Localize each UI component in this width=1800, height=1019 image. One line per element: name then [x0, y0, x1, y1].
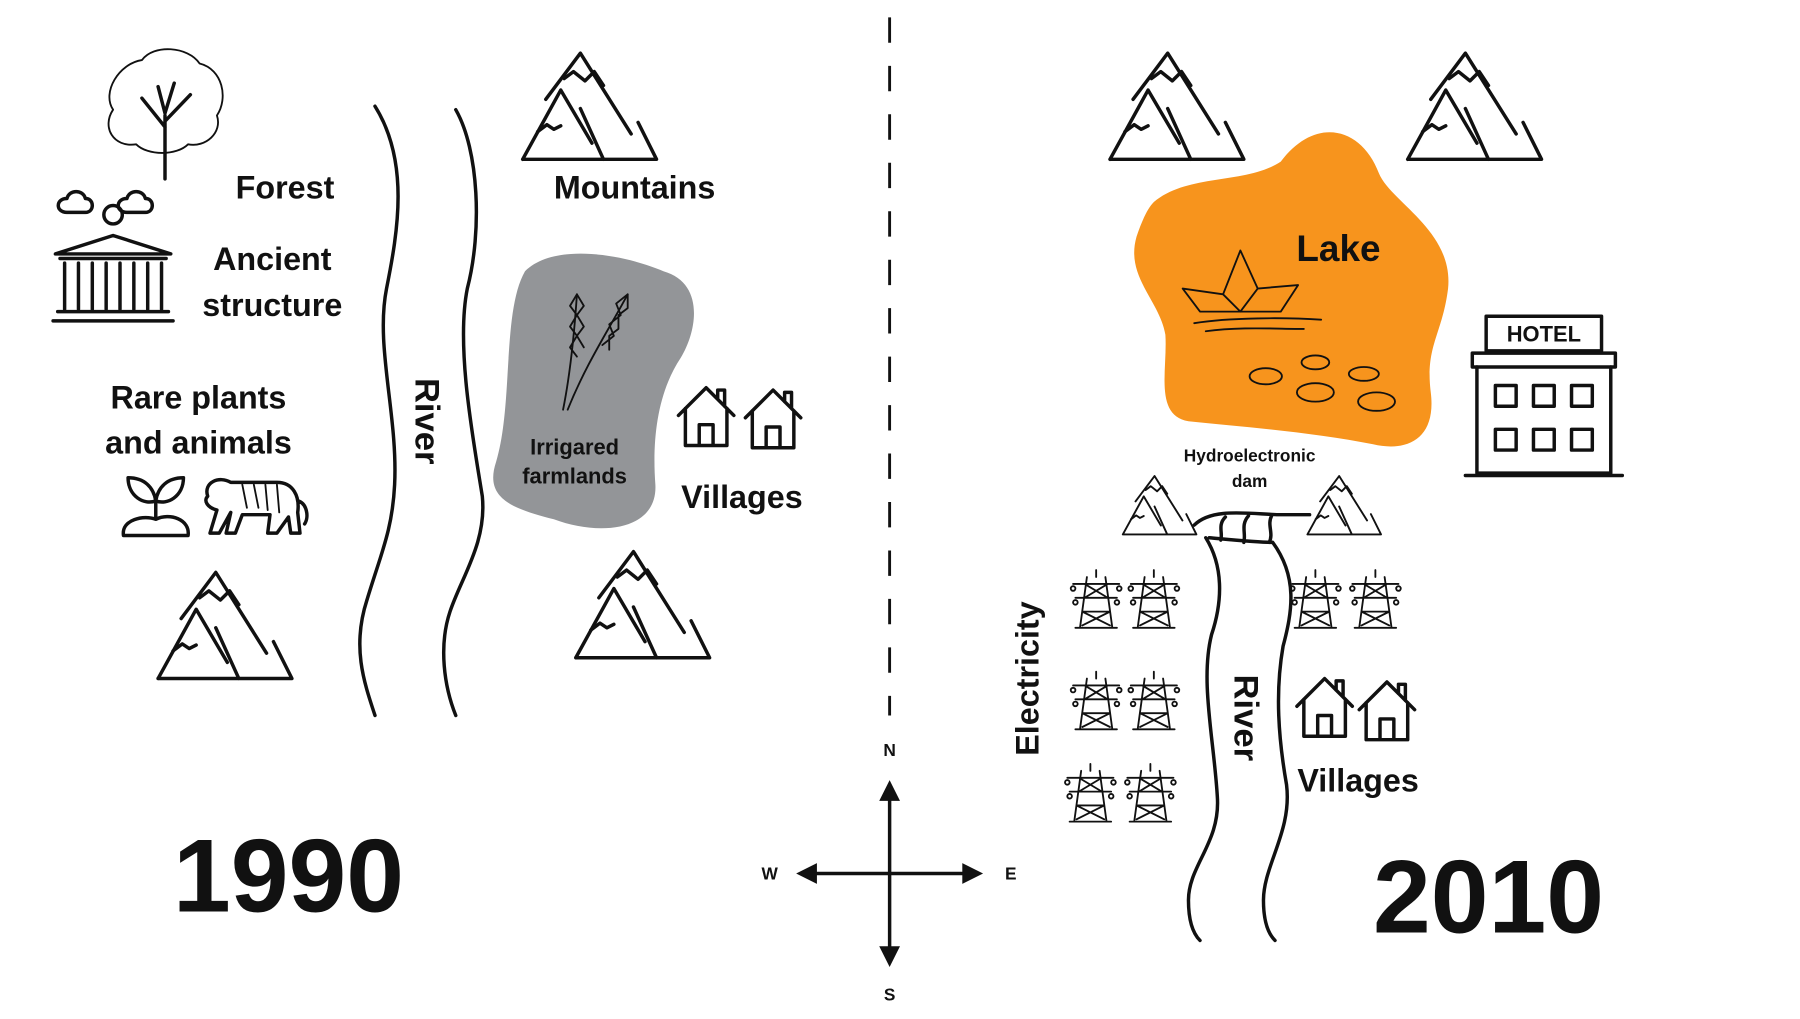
- farmland-label-line2: farmlands: [522, 464, 627, 489]
- mountain-icon: [156, 570, 294, 681]
- tree-icon: [107, 48, 224, 181]
- fish-icon: [1347, 366, 1380, 382]
- pylon-icon: [1127, 569, 1181, 629]
- pylon-icon: [1069, 670, 1123, 731]
- compass-east: E: [1005, 863, 1017, 883]
- ancient-structure-icon: [51, 189, 175, 323]
- dam-icon: [1192, 511, 1312, 545]
- mountain-icon: [574, 549, 712, 660]
- river-label: River: [407, 378, 445, 465]
- mountain-icon: [1306, 475, 1382, 536]
- fish-icon: [1357, 391, 1396, 412]
- year-1990: 1990: [173, 819, 404, 935]
- compass-west: W: [761, 863, 778, 883]
- mountain-icon: [1108, 51, 1246, 162]
- river-1990: [358, 104, 485, 718]
- ancient-label-line1: Ancient: [213, 241, 332, 277]
- farmland-area: [493, 253, 694, 529]
- rare-label-line1: Rare plants: [111, 380, 287, 416]
- rare-label-line2: and animals: [105, 425, 292, 461]
- year-2010: 2010: [1373, 839, 1604, 955]
- fish-icons: [1248, 354, 1396, 412]
- forest-label: Forest: [236, 170, 335, 206]
- mountain-icon: [1121, 475, 1198, 536]
- mountain-icon: [520, 51, 659, 162]
- pylon-icon: [1069, 569, 1123, 629]
- mountain-icon: [1405, 51, 1544, 162]
- dam-label-line1: Hydroelectronic: [1184, 446, 1316, 466]
- river-label: River: [1227, 674, 1265, 761]
- paper-boat-icon: [1181, 249, 1323, 333]
- pylon-icon: [1124, 763, 1177, 823]
- compass-north: N: [883, 740, 896, 760]
- house-icon: [1357, 680, 1417, 742]
- house-icon: [743, 388, 803, 450]
- fish-icon: [1295, 382, 1335, 403]
- lake-area: [1134, 132, 1449, 447]
- tiger-icon: [204, 477, 309, 535]
- wheat-icon: [562, 293, 629, 411]
- lake-label: Lake: [1296, 228, 1380, 269]
- compass: N S W E: [761, 740, 1016, 1005]
- fish-icon: [1248, 367, 1283, 386]
- villages-label: Villages: [1297, 763, 1419, 799]
- compass-south: S: [884, 984, 896, 1004]
- house-icon: [1295, 676, 1355, 738]
- pylon-icon: [1127, 670, 1181, 731]
- hotel-icon: HOTEL: [1463, 314, 1625, 478]
- ancient-label-line2: structure: [202, 287, 342, 323]
- fish-icon: [1300, 354, 1331, 371]
- hotel-sign: HOTEL: [1507, 322, 1581, 347]
- dam-label-line2: dam: [1232, 471, 1268, 491]
- house-icon: [676, 386, 736, 448]
- mountains-label: Mountains: [554, 170, 715, 206]
- pylon-icon: [1064, 763, 1117, 823]
- farmland-label-line1: Irrigared: [530, 435, 619, 460]
- pylon-icon: [1349, 569, 1402, 629]
- plant-icon: [121, 476, 190, 538]
- pylon-icon: [1289, 569, 1342, 629]
- villages-label: Villages: [681, 479, 803, 515]
- electricity-label: Electricity: [1009, 601, 1045, 755]
- river-2010: [1186, 536, 1293, 943]
